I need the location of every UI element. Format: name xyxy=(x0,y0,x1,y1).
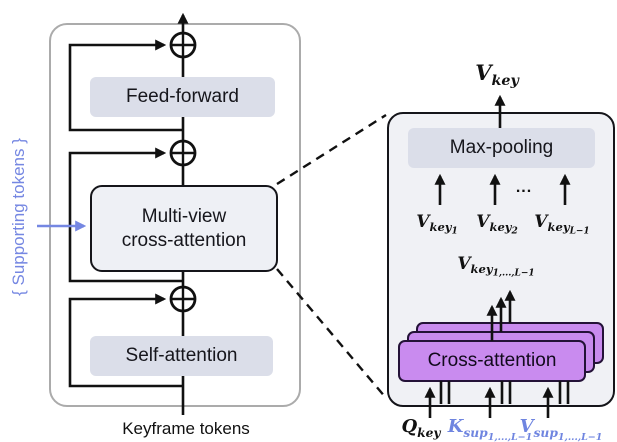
feed-forward-label: Feed-forward xyxy=(126,86,239,108)
max-pooling-label: Max-pooling xyxy=(449,137,554,159)
add-node-bottom-icon xyxy=(169,285,197,313)
self-attention-block: Self-attention xyxy=(90,336,273,376)
add-node-middle-icon xyxy=(169,139,197,167)
vkeyL-label: VkeyL−1 xyxy=(534,212,590,238)
ellipsis-label: ... xyxy=(515,179,533,196)
callout-dashed-line-bottom xyxy=(276,268,387,399)
multi-view-cross-attention-block: Multi-view cross-attention xyxy=(90,185,278,272)
cross-attention-label: Cross-attention xyxy=(427,350,557,371)
v-input-label: Vsup1,...,L−1 xyxy=(519,416,603,442)
keyframe-tokens-label: Keyframe tokens xyxy=(122,419,250,438)
vkey2-label: Vkey2 xyxy=(476,212,518,238)
k-input-label: Ksup1,...,L−1 xyxy=(447,416,533,442)
add-node-top-icon xyxy=(169,31,197,59)
feed-forward-block: Feed-forward xyxy=(90,77,275,117)
self-attention-skip-connection xyxy=(68,293,183,388)
v-input-arrow-group xyxy=(542,381,570,418)
multi-view-skip-connection xyxy=(68,147,183,283)
feed-forward-skip-connection xyxy=(68,39,183,132)
vkey-output-label: Vkey xyxy=(475,60,519,90)
max-pooling-block: Max-pooling xyxy=(408,128,595,168)
callout-dashed-line-top xyxy=(276,113,387,186)
k-input-arrow-group xyxy=(484,381,512,418)
vkey1-label: Vkey1 xyxy=(416,212,458,238)
q-input-arrow-group xyxy=(424,381,451,418)
multi-view-label: Multi-view cross-attention xyxy=(121,205,247,251)
vkey-concat-label: Vkey1,...,L−1 xyxy=(457,254,535,280)
self-attention-label: Self-attention xyxy=(125,345,238,367)
q-input-label: Qkey xyxy=(401,416,441,440)
cross-attention-layer-front: Cross-attention xyxy=(398,340,586,382)
